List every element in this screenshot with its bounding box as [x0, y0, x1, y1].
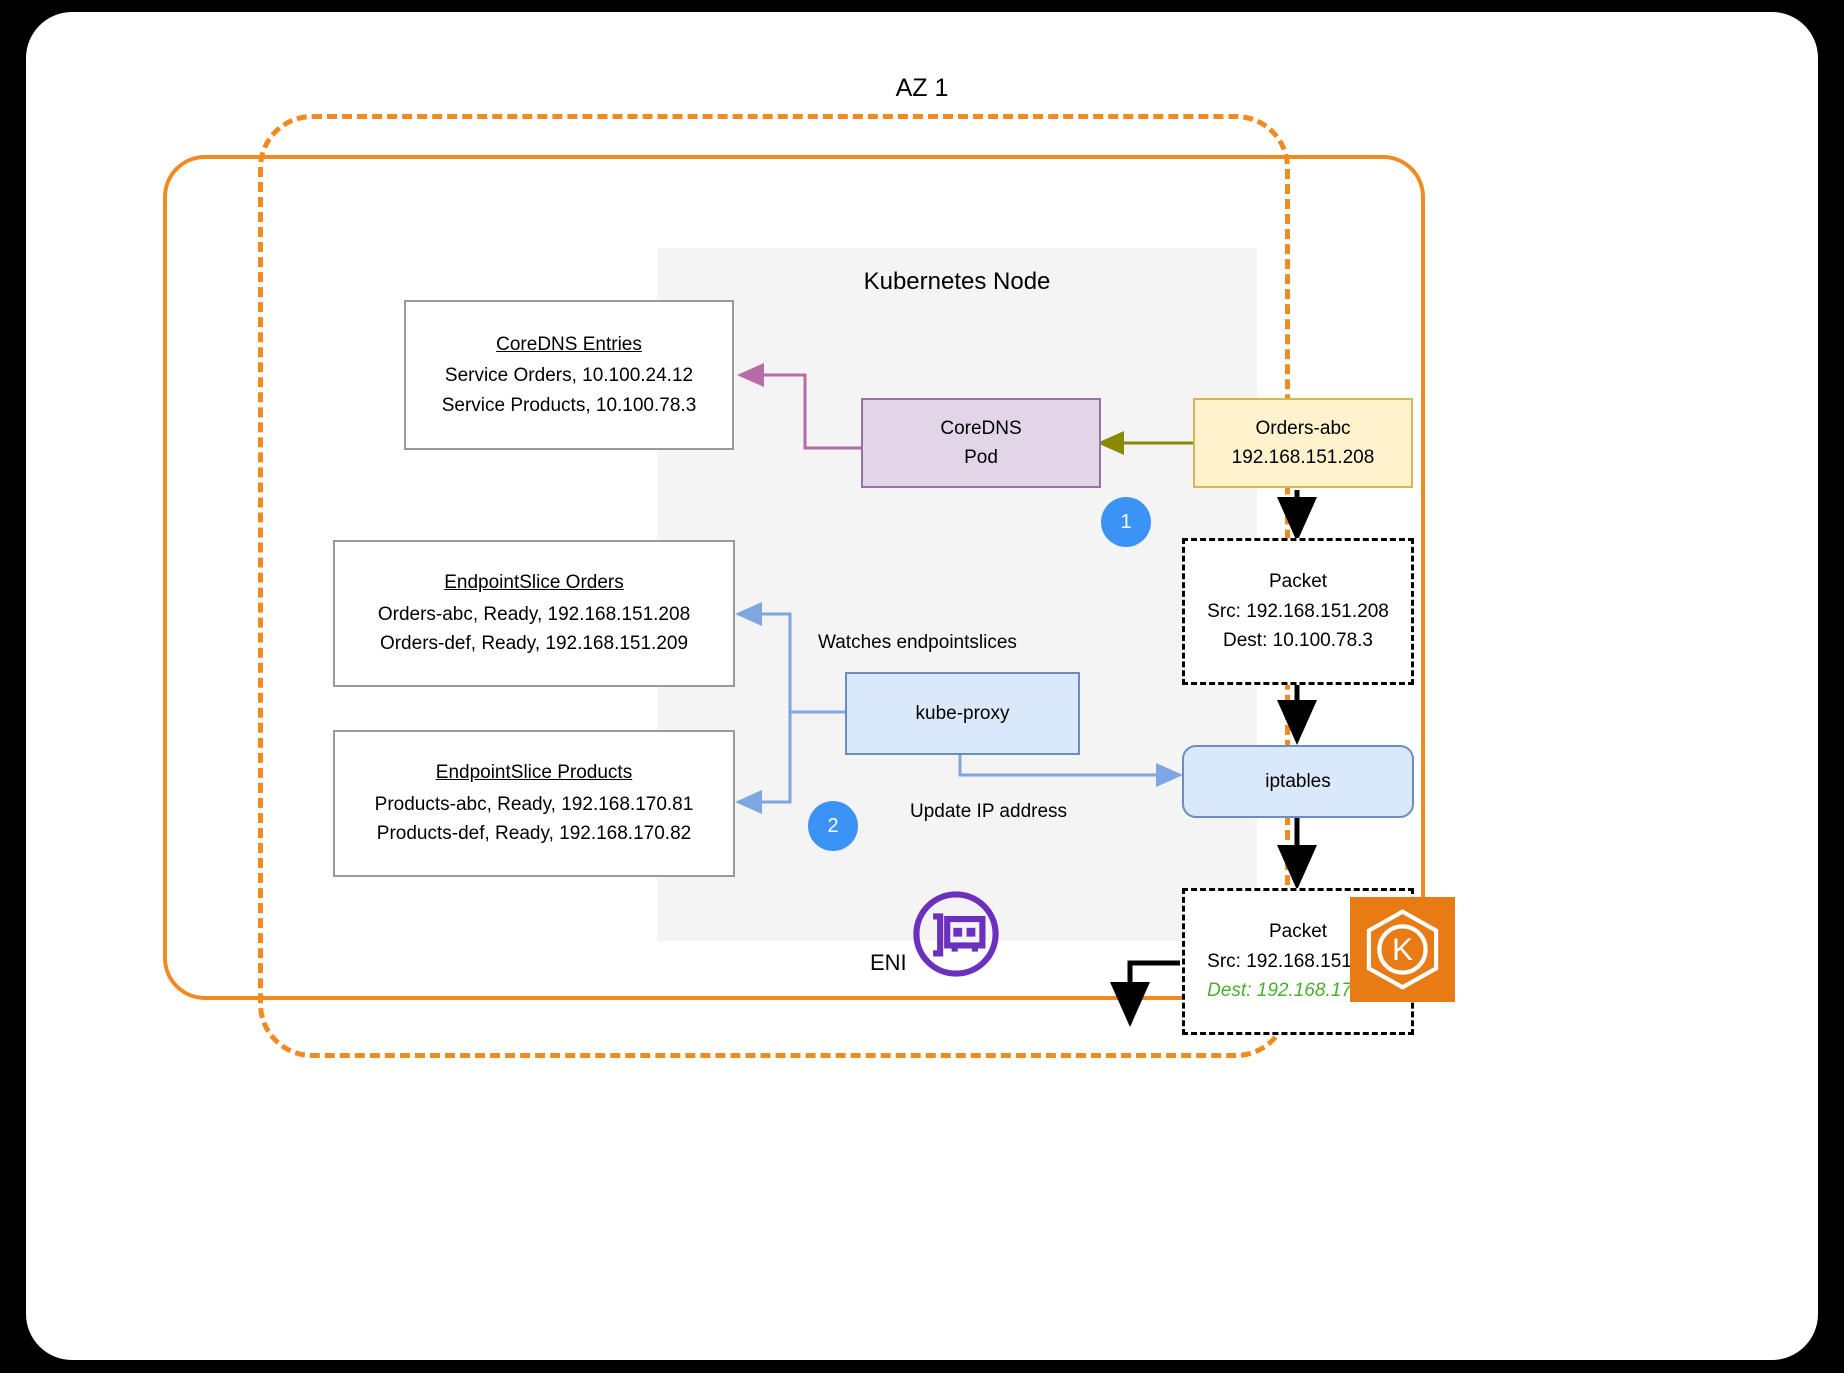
orders-pod-line-1: Orders-abc: [1255, 417, 1351, 439]
packet-before-box: Packet Src: 192.168.151.208 Dest: 10.100…: [1182, 538, 1414, 685]
endpointslice-orders-title: EndpointSlice Orders: [444, 572, 624, 594]
packet-before-title: Packet: [1268, 571, 1328, 593]
vpc-solid-boundary: [163, 155, 1425, 1000]
packet-after-title: Packet: [1268, 921, 1328, 943]
kubernetes-node-title: Kubernetes Node: [863, 268, 1051, 295]
endpointslice-products-line-1: Products-abc, Ready, 192.168.170.81: [374, 793, 694, 815]
eni-label: ENI: [870, 950, 907, 975]
kubernetes-logo-icon: K: [1350, 897, 1455, 1002]
packet-after-src: Src: 192.168.151.208: [1207, 950, 1389, 972]
az-title: AZ 1: [895, 74, 949, 102]
packet-before-src: Src: 192.168.151.208: [1207, 600, 1389, 622]
iptables-box: iptables: [1182, 745, 1414, 818]
update-ip-address-label: Update IP address: [910, 801, 1068, 822]
coredns-entries-title: CoreDNS Entries: [496, 333, 642, 355]
endpointslice-orders-line-1: Orders-abc, Ready, 192.168.151.208: [377, 603, 691, 625]
packet-after-dest: Dest: 192.168.170.82: [1207, 980, 1389, 1002]
endpointslice-products-line-2: Products-def, Ready, 192.168.170.82: [376, 823, 692, 845]
step-badge-1: 1: [1101, 497, 1151, 547]
coredns-pod-line-1: CoreDNS: [940, 417, 1022, 439]
kube-proxy-box: kube-proxy: [845, 672, 1080, 755]
orders-pod-box: Orders-abc 192.168.151.208: [1193, 398, 1413, 488]
network-interface-icon: [913, 891, 999, 977]
packet-before-dest: Dest: 10.100.78.3: [1223, 630, 1373, 652]
watches-endpointslices-label: Watches endpointslices: [818, 632, 1017, 653]
endpointslice-products-title: EndpointSlice Products: [435, 762, 633, 784]
kubernetes-node-panel: [657, 248, 1257, 941]
coredns-entries-line-1: Service Orders, 10.100.24.12: [444, 365, 694, 387]
step-badge-2: 2: [808, 801, 858, 851]
svg-text:K: K: [1392, 931, 1413, 967]
endpointslice-orders-box: EndpointSlice Orders Orders-abc, Ready, …: [333, 540, 735, 687]
kube-proxy-label: kube-proxy: [915, 702, 1010, 724]
coredns-pod-box: CoreDNS Pod: [861, 398, 1101, 488]
coredns-entries-line-2: Service Products, 10.100.78.3: [441, 394, 697, 416]
coredns-pod-line-2: Pod: [964, 447, 998, 468]
endpointslice-products-box: EndpointSlice Products Products-abc, Rea…: [333, 730, 735, 877]
endpointslice-orders-line-2: Orders-def, Ready, 192.168.151.209: [379, 633, 689, 655]
coredns-entries-box: CoreDNS Entries Service Orders, 10.100.2…: [404, 300, 734, 450]
orders-pod-line-2: 192.168.151.208: [1231, 447, 1375, 468]
iptables-label: iptables: [1265, 770, 1331, 792]
